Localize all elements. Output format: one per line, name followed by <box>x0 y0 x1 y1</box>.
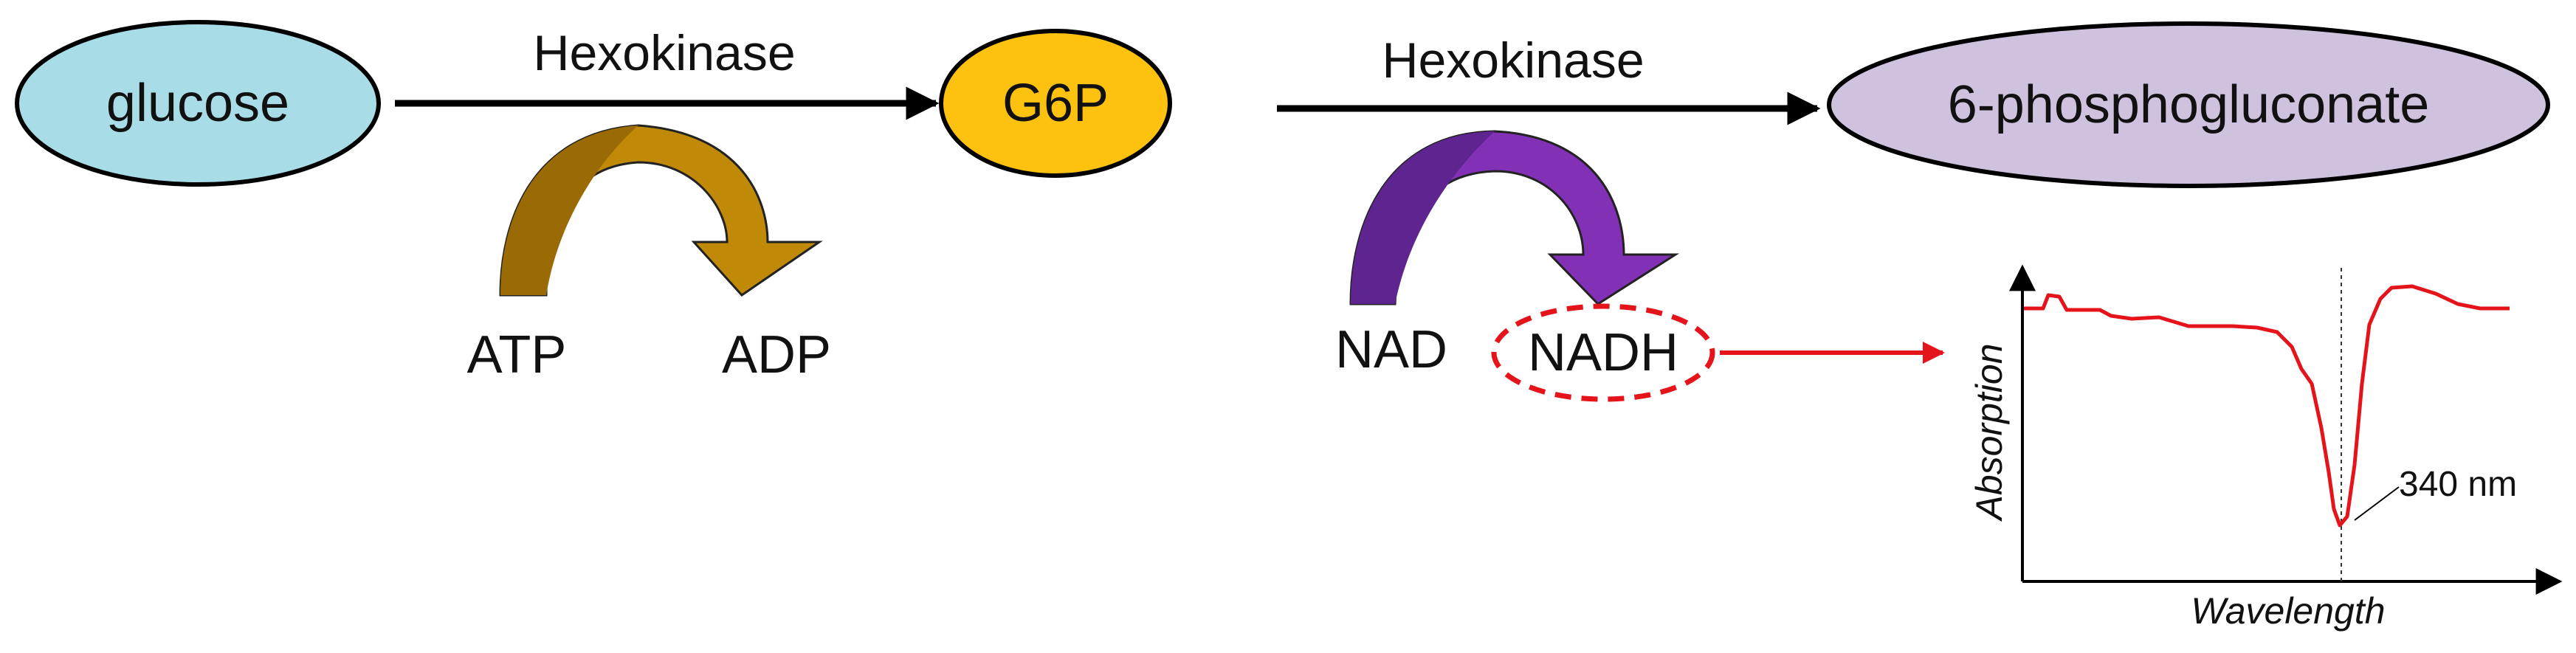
nad-nadh-arc <box>1349 130 1680 305</box>
nad-label: NAD <box>1335 320 1447 379</box>
product-node: 6-phosphogluconate <box>1827 21 2550 188</box>
nadh-highlight: NADH <box>1491 303 1715 402</box>
adp-label: ADP <box>722 325 831 384</box>
nadh-dashed-ellipse <box>1491 303 1715 402</box>
g6p-ellipse <box>939 29 1172 178</box>
absorption-spectrum: 340 nm Wavelength Absorption <box>1969 264 2563 632</box>
nadh-label: NADH <box>1528 323 1678 382</box>
spectrum-x-label: Wavelength <box>2191 590 2385 632</box>
glucose-node: glucose <box>15 20 381 187</box>
spectrum-curve <box>2024 284 2510 528</box>
enzyme-label-1: Hexokinase <box>533 25 795 81</box>
peak-leader-line <box>2354 486 2400 521</box>
product-ellipse <box>1827 21 2550 188</box>
peak-label: 340 nm <box>2399 465 2517 504</box>
atp-adp-arc <box>499 124 823 297</box>
glucose-label: glucose <box>106 74 289 133</box>
g6p-node: G6P <box>939 29 1172 178</box>
product-label: 6-phosphogluconate <box>1948 75 2430 134</box>
atp-label: ATP <box>467 325 567 384</box>
glucose-ellipse <box>15 20 381 187</box>
g6p-label: G6P <box>1002 74 1109 133</box>
enzyme-label-2: Hexokinase <box>1382 32 1644 89</box>
spectrum-y-label: Absorption <box>1969 343 2010 522</box>
